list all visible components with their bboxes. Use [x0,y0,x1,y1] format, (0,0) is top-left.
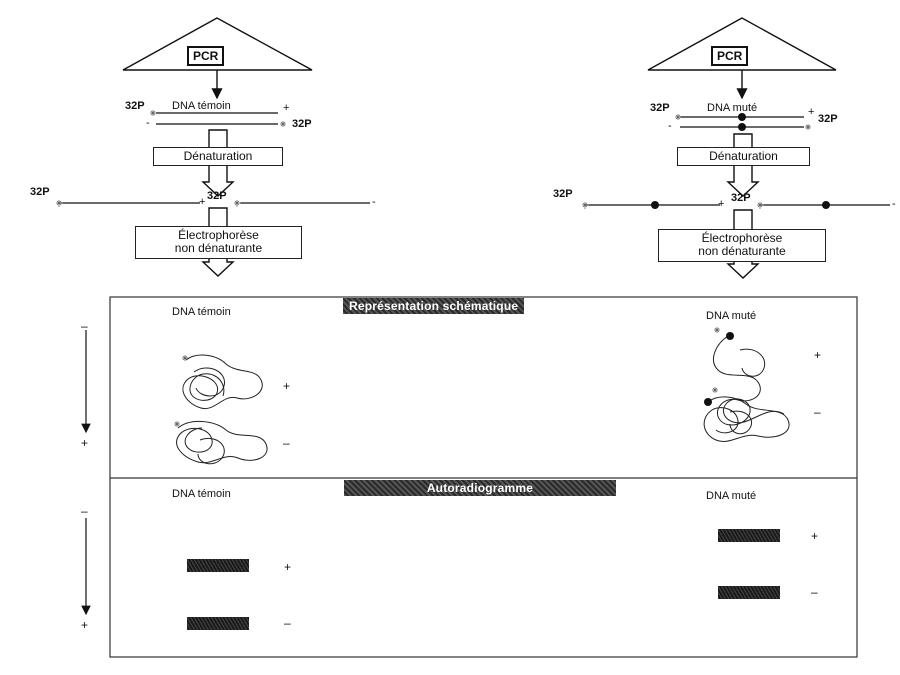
left-band-upper [187,559,249,572]
left-coil-lower [176,421,268,465]
right-electrophoresis-box: Électrophorèse non dénaturante [658,229,826,262]
right-coil-upper [713,335,785,426]
left-plus-top: + [283,102,290,114]
left-electrophoresis-line2: non dénaturante [174,241,263,255]
schematic-migration-plus: + [81,436,89,450]
autoradiogram-migration-minus: – [81,504,88,518]
left-minus-strand: - [372,196,376,208]
schematic-left-plus: + [283,379,291,393]
right-band-upper [718,529,780,542]
mutation-dot [738,123,746,131]
left-coil-upper [182,354,263,410]
autoradiogram-migration-plus: + [81,618,89,632]
left-electrophoresis-line1: Électrophorèse [178,228,259,242]
right-coil-lower [703,396,790,442]
autoradiogram-right-minus: – [811,585,818,599]
mutation-dot [822,201,830,209]
results-panel [109,296,858,658]
right-minus-top: - [668,120,672,132]
right-pcr-label: PCR [711,46,749,66]
right-dna-label: DNA muté [707,102,758,114]
right-p32-top: 32P [650,102,670,114]
p32-star [56,110,811,209]
left-p32-strand1: 32P [30,186,50,198]
right-plus-strand: + [718,198,725,210]
schematic-right-label: DNA muté [706,310,757,322]
left-p32-top: 32P [125,100,145,112]
schematic-title: Représentation schématique [343,298,525,314]
right-minus-strand: - [892,198,896,210]
schematic-migration-minus: – [81,319,88,333]
left-denaturation-box: Dénaturation [153,147,283,166]
left-minus-top: - [146,117,150,129]
left-electrophoresis-box: Électrophorèse non dénaturante [135,226,302,259]
autoradiogram-right-label: DNA muté [706,490,757,502]
left-band-lower [187,617,249,630]
left-p32-bottom: 32P [292,118,312,130]
mutation-dot [651,201,659,209]
schematic-left-minus: – [283,436,290,450]
right-electrophoresis-line2: non dénaturante [698,244,786,258]
autoradiogram-left-plus: + [284,560,292,574]
right-band-lower [718,586,780,599]
autoradiogram-left-minus: – [284,616,291,630]
right-p32-strand2: 32P [731,192,751,204]
right-electrophoresis-line1: Électrophorèse [701,231,783,245]
right-p32-bottom: 32P [818,113,838,125]
right-denaturation-box: Dénaturation [677,147,810,166]
autoradiogram-title: Autoradiogramme [344,480,616,496]
p32-star [174,327,720,427]
right-p32-strand1: 32P [553,188,573,200]
schematic-right-minus: – [814,405,821,419]
mutation-dot [704,398,712,406]
schematic-right-plus: + [814,348,822,362]
autoradiogram-left-label: DNA témoin [172,488,231,500]
left-p32-strand2: 32P [207,190,227,202]
mutation-dot [738,113,746,121]
left-pcr-label: PCR [187,46,225,66]
left-dna-label: DNA témoin [172,100,231,112]
left-duplex-strands [156,112,278,125]
left-plus-strand: + [199,196,206,208]
right-plus-top: + [808,106,815,118]
mutation-dot [726,332,734,340]
autoradiogram-right-plus: + [811,529,819,543]
schematic-left-label: DNA témoin [172,306,231,318]
